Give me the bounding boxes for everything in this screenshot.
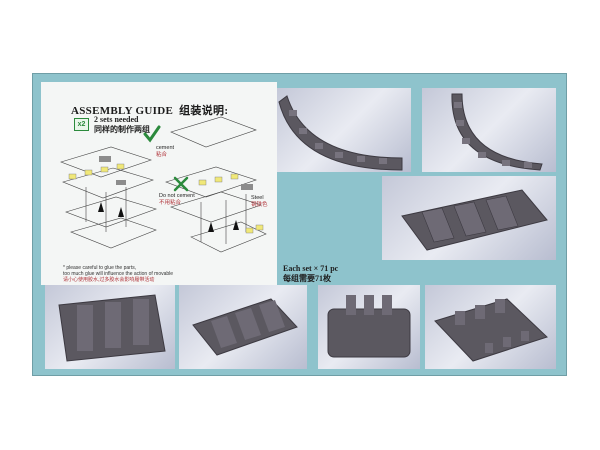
cement-note: cement 粘合	[156, 145, 174, 159]
cement-label-cn: 粘合	[156, 152, 168, 158]
left-arrows	[98, 202, 124, 217]
each-set-count: Each set × 71 pc 每组需要71枚	[283, 264, 338, 284]
photo-track-curve-right	[422, 88, 556, 172]
caution-line-cn: 请小心使用胶水,过多胶水会影响履带活动	[63, 277, 155, 283]
steel-label: Steel	[251, 195, 264, 201]
right-arrows	[208, 220, 239, 232]
caution-note: * please careful to glue the parts, too …	[63, 265, 173, 283]
guide-title: ASSEMBLY GUIDE 组装说明:	[71, 102, 228, 118]
guide-title-cn: 组装说明:	[179, 105, 229, 117]
each-set-label-cn: 每组需要71枚	[283, 274, 331, 283]
no-cement-label: Do not cement	[159, 193, 195, 199]
steel-label-cn: 钢铁色	[251, 202, 268, 208]
right-assembly-drawing	[165, 116, 267, 253]
right-connector	[241, 184, 253, 190]
photo-track-link-bottom-1	[45, 285, 175, 369]
sets-needed-en: 2 sets needed	[94, 115, 139, 124]
right-pins	[198, 173, 264, 234]
check-icon	[143, 125, 161, 143]
photo-track-link-bottom-3	[318, 285, 420, 369]
caution-line-1: * please careful to glue the parts,	[63, 265, 137, 271]
steel-note: Steel 钢铁色	[251, 195, 268, 209]
cross-icon	[173, 176, 189, 192]
each-set-label: Each set × 71 pc	[283, 264, 339, 273]
no-cement-note: Do not cement 不用粘合	[159, 193, 195, 207]
photo-track-curve-left	[277, 88, 411, 172]
photo-track-link-bottom-2	[179, 285, 307, 369]
left-connector-2	[116, 180, 126, 185]
instruction-card: ASSEMBLY GUIDE 组装说明: x2 2 sets needed 同样的…	[32, 73, 567, 376]
sets-needed: 2 sets needed 同样的制作两组	[94, 115, 150, 135]
multiplier-badge: x2	[74, 118, 89, 131]
photo-track-link-bottom-4	[425, 285, 556, 369]
photo-track-link-large	[382, 176, 556, 260]
caution-line-2: too much glue will influence the action …	[63, 271, 174, 277]
guide-title-en: ASSEMBLY GUIDE	[71, 105, 174, 117]
left-connector	[99, 156, 111, 162]
left-pins	[68, 163, 125, 180]
left-assembly-drawing	[60, 146, 157, 249]
cement-label: cement	[156, 145, 175, 151]
sets-needed-cn: 同样的制作两组	[94, 125, 150, 134]
no-cement-label-cn: 不用粘合	[159, 200, 182, 206]
assembly-guide-panel: ASSEMBLY GUIDE 组装说明: x2 2 sets needed 同样的…	[41, 82, 277, 285]
